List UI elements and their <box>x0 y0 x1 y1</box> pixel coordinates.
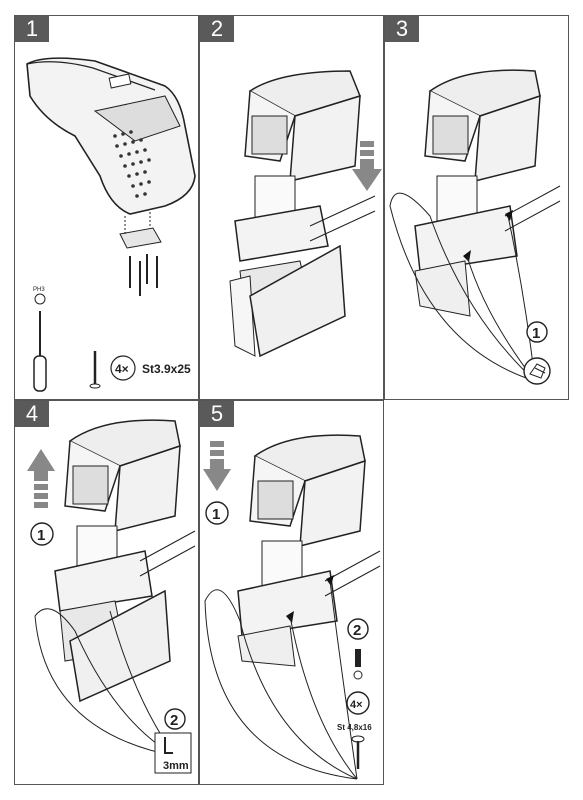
step-callout-tool: 2 <box>170 712 178 729</box>
step-1-panel: 1 PH3 4× <box>14 15 199 400</box>
step-number-badge: 4 <box>15 401 49 427</box>
step-number-badge: 5 <box>200 401 234 427</box>
screw-count-label: 4× <box>350 699 363 711</box>
step-5-panel: 5 1 2 4× St 4,8x16 <box>199 400 384 785</box>
armrest-adjust-illustration: 1 2 3mm <box>27 419 196 774</box>
down-arrow-icon <box>352 141 382 191</box>
armrest-fixing-illustration: 1 2 4× St 4,8x16 <box>203 434 381 780</box>
step-number-badge: 2 <box>200 16 234 42</box>
screw-spec-label: St3.9x25 <box>142 362 191 376</box>
step-callout-lower: 1 <box>212 506 220 523</box>
armrest-lowered-illustration: 1 <box>389 69 561 385</box>
step-number-badge: 1 <box>15 16 49 42</box>
step-callout: 1 <box>532 325 540 342</box>
step-number-badge: 3 <box>385 16 419 42</box>
screw-count-label: 4× <box>115 362 129 376</box>
screwdriver-icon <box>353 649 363 680</box>
armrest-bottom-view-illustration: PH3 4× St3.9x25 <box>26 57 196 392</box>
screwdriver-type-label: PH3 <box>33 287 45 293</box>
step-callout-screw: 2 <box>353 622 361 639</box>
down-arrow-icon <box>203 441 231 491</box>
step-2-panel: 2 <box>199 15 384 400</box>
step-4-panel: 4 1 2 3mm <box>14 400 199 785</box>
hex-size-label: 3mm <box>163 760 189 772</box>
screw-spec-label: St 4,8x16 <box>337 723 372 732</box>
step-callout-lift: 1 <box>37 527 45 544</box>
step-3-panel: 3 1 <box>384 15 569 400</box>
screw-icon <box>351 735 365 769</box>
push-hand-icon <box>529 363 546 379</box>
up-arrow-icon <box>27 449 55 508</box>
hex-key-icon <box>154 732 192 774</box>
armrest-mount-illustration <box>229 70 382 358</box>
